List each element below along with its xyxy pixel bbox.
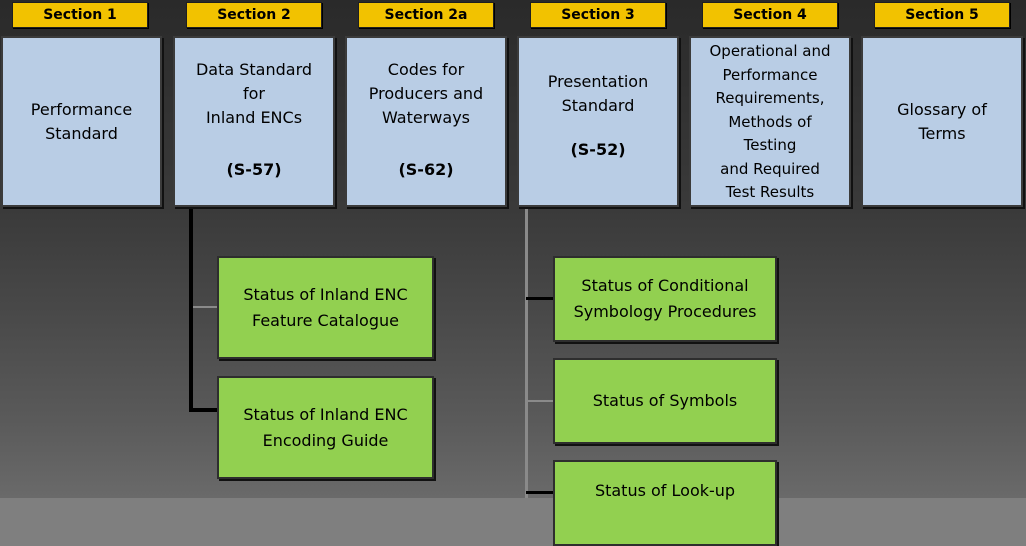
section-4-line-1: Operational and — [709, 42, 831, 60]
encoding-guide-status-box: Status of Inland ENC Encoding Guide — [217, 376, 434, 479]
section-2-line-2: for — [243, 84, 265, 103]
section-2-standard-code: (S-57) — [226, 160, 282, 179]
section-2-tab: Section 2 — [186, 2, 322, 28]
conditional-symbology-status-line-2: Symbology Procedures — [573, 302, 757, 321]
section-5-line-2: Terms — [918, 123, 966, 143]
section-3-connector-to-conditional-symbology — [526, 297, 553, 300]
section-2a-line-3: Waterways — [382, 108, 470, 127]
section-4-line-7: Test Results — [725, 183, 815, 201]
section-2-line-3: Inland ENCs — [205, 108, 303, 127]
section-2a-tab: Section 2a — [358, 2, 494, 28]
look-up-status-box: Status of Look-up — [553, 460, 777, 546]
section-4-line-3: Requirements, — [715, 89, 825, 107]
section-2-connector-to-feature-catalogue — [193, 306, 217, 308]
section-4-tab: Section 4 — [702, 2, 838, 28]
conditional-symbology-status-line-1: Status of Conditional — [581, 276, 749, 295]
symbols-status-line-1: Status of Symbols — [592, 391, 738, 410]
section-2a-standard-code: (S-62) — [398, 160, 454, 179]
section-2-connector-vertical — [189, 206, 193, 412]
section-2a-box: Codes for Producers and Waterways (S-62) — [345, 36, 507, 207]
section-4-line-6: and Required — [720, 159, 820, 178]
section-4-line-2: Performance — [722, 65, 818, 84]
section-1-line-2: Standard — [45, 123, 118, 143]
section-3-tab: Section 3 — [530, 2, 666, 28]
feature-catalogue-status-line-2: Feature Catalogue — [252, 310, 399, 330]
section-2a-line-2: Producers and — [368, 84, 484, 103]
section-3-box: Presentation Standard (S-52) — [517, 36, 679, 207]
section-3-connector-to-look-up — [526, 491, 553, 494]
encoding-guide-status-line-2: Encoding Guide — [262, 430, 389, 450]
section-3-standard-code: (S-52) — [570, 140, 626, 159]
symbols-status-box: Status of Symbols — [553, 358, 777, 444]
section-3-line-1: Presentation — [547, 72, 649, 91]
section-3-connector-to-symbols — [528, 400, 553, 402]
section-4-line-5: Testing — [743, 136, 797, 154]
section-5-box: Glossary of Terms — [861, 36, 1023, 207]
section-4-line-4: Methods of — [728, 112, 812, 131]
section-3-connector-vertical — [525, 206, 528, 498]
section-2-connector-to-encoding-guide — [193, 408, 217, 412]
section-1-tab: Section 1 — [12, 2, 148, 28]
section-5-line-1: Glossary of — [897, 99, 987, 119]
section-2-line-1: Data Standard — [195, 60, 313, 79]
section-3-line-2: Standard — [561, 96, 635, 115]
feature-catalogue-status-line-1: Status of Inland ENC — [243, 284, 408, 304]
diagram-background — [0, 0, 1026, 498]
section-5-tab: Section 5 — [874, 2, 1010, 28]
section-2-box: Data Standard for Inland ENCs (S-57) — [173, 36, 335, 207]
section-4-box: Operational and Performance Requirements… — [689, 36, 851, 207]
feature-catalogue-status-box: Status of Inland ENC Feature Catalogue — [217, 256, 434, 359]
section-2a-line-1: Codes for — [387, 60, 465, 79]
encoding-guide-status-line-1: Status of Inland ENC — [243, 404, 408, 424]
look-up-status-line-1: Status of Look-up — [594, 481, 736, 500]
section-1-box: Performance Standard — [1, 36, 162, 207]
section-1-line-1: Performance — [30, 99, 133, 119]
conditional-symbology-status-box: Status of Conditional Symbology Procedur… — [553, 256, 777, 342]
